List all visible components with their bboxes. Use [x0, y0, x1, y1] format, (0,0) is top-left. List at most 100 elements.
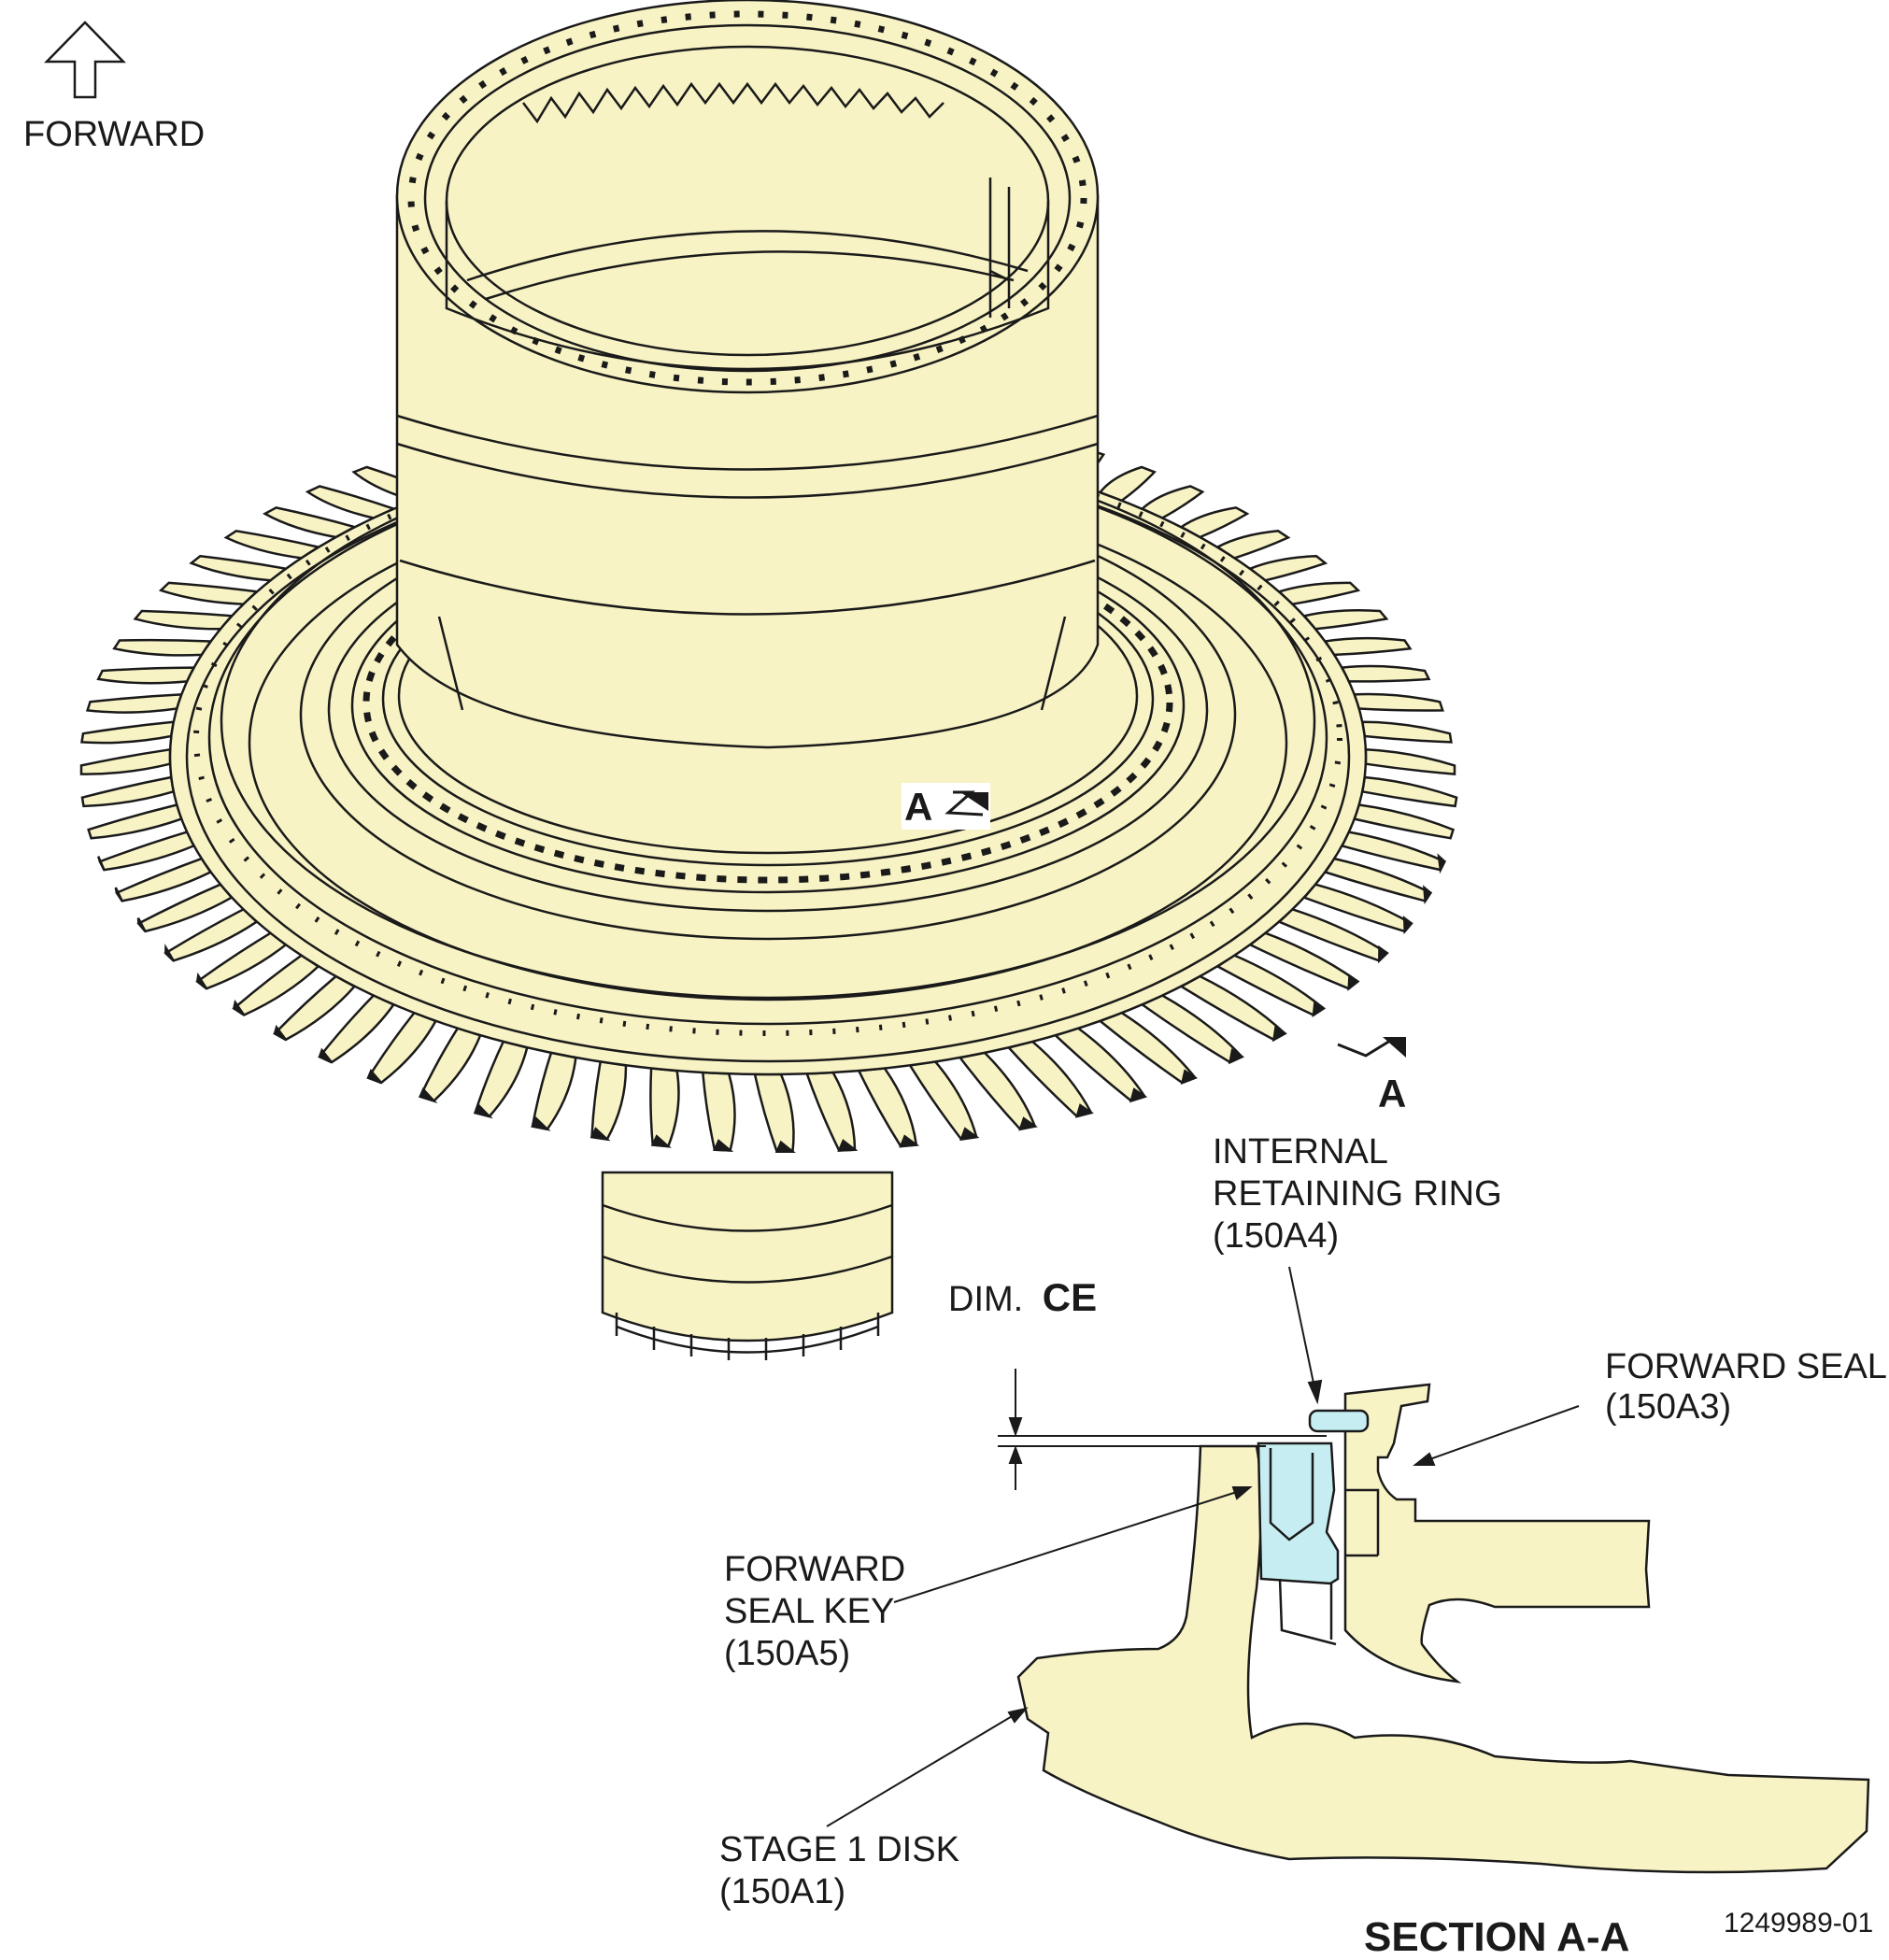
- blade-tip-shadow: [1312, 1000, 1327, 1017]
- blade-tip-shadow: [899, 1134, 920, 1148]
- blade-tip-shadow: [232, 999, 246, 1016]
- turbine-blade: [1247, 554, 1328, 582]
- turbine-blade: [79, 747, 172, 775]
- forward-arrow-icon: [44, 21, 126, 99]
- leader-lines: [826, 1266, 1580, 1827]
- turbine-blade: [1323, 636, 1413, 657]
- internal-retaining-ring-shape: [1308, 1409, 1370, 1433]
- turbine-blade: [87, 803, 183, 840]
- turbine-blade: [1364, 747, 1456, 775]
- figure-number: 1249989-01: [1724, 1908, 1873, 1939]
- section-cut-upper: A: [902, 783, 990, 830]
- turbine-blade: [85, 693, 183, 714]
- callout-text: STAGE 1 DISK: [719, 1830, 959, 1869]
- turbine-blade: [1098, 465, 1157, 503]
- blade-tip-shadow: [1180, 1069, 1198, 1086]
- callout-ref: (150A3): [1605, 1387, 1731, 1427]
- callout-forward-seal-key: FORWARD SEAL KEY (150A5): [724, 1550, 905, 1673]
- callout-ref: (150A5): [724, 1634, 850, 1673]
- callout-text: INTERNAL: [1213, 1132, 1388, 1172]
- turbine-blade: [133, 609, 234, 631]
- turbine-blade: [419, 1027, 482, 1102]
- rotor-assembly: [79, 0, 1458, 1360]
- blade-tip-shadow: [531, 1116, 551, 1131]
- callout-text: RETAINING RING: [1213, 1174, 1502, 1214]
- dimension-code: CE: [1043, 1275, 1097, 1319]
- dimension-ce: [998, 1369, 1327, 1490]
- blade-tip-shadow: [1347, 973, 1360, 991]
- section-marker-upper: A: [904, 785, 932, 829]
- blade-tip-shadow: [712, 1139, 734, 1152]
- section-a-a-detail: [1016, 1383, 1870, 1874]
- blade-tip-shadow: [1402, 916, 1413, 935]
- blade-tip-shadow: [1228, 1048, 1244, 1065]
- turbine-blade: [1360, 775, 1458, 808]
- turbine-blade: [531, 1051, 577, 1131]
- forward-label: FORWARD: [23, 115, 205, 154]
- turbine-blade: [1340, 664, 1431, 683]
- callout-internal-retaining-ring: INTERNAL RETAINING RING (150A4): [1213, 1132, 1502, 1256]
- blade-tip-shadow: [1437, 853, 1446, 874]
- turbine-blade: [189, 554, 289, 582]
- turbine-blade: [649, 1067, 680, 1148]
- turbine-blade: [80, 775, 176, 808]
- dimension-prefix: DIM.: [948, 1280, 1023, 1319]
- callout-forward-seal: FORWARD SEAL (150A3): [1605, 1347, 1887, 1427]
- turbine-blade: [1214, 530, 1291, 560]
- callout-stage1-disk: STAGE 1 DISK (150A1): [719, 1830, 959, 1911]
- blade-tip-shadow: [273, 1024, 287, 1041]
- turbine-blade: [112, 638, 213, 657]
- turbine-blade: [1353, 803, 1456, 840]
- callout-text: FORWARD: [724, 1550, 905, 1589]
- blade-tip-shadow: [97, 856, 106, 871]
- blade-tip-shadow: [473, 1102, 493, 1119]
- forward-seal-shape: [1343, 1383, 1651, 1683]
- section-cut-lower: A: [1337, 1037, 1406, 1115]
- turbine-blade: [1179, 506, 1250, 539]
- turbine-blade: [263, 506, 358, 539]
- blade-tip-shadow: [1378, 944, 1389, 964]
- turbine-blade: [80, 720, 176, 745]
- blade-tip-shadow: [1074, 1103, 1094, 1118]
- turbine-blade: [701, 1071, 736, 1152]
- rear-hub: [601, 1171, 894, 1360]
- turbine-blade: [98, 831, 196, 872]
- turbine-blade: [1301, 609, 1389, 631]
- turbine-blade: [753, 1072, 795, 1154]
- turbine-blade: [908, 1060, 978, 1141]
- blade-tip-shadow: [589, 1127, 611, 1142]
- blade-tip-shadow: [114, 887, 123, 902]
- turbine-blade: [1353, 692, 1444, 712]
- blade-tip-shadow: [650, 1134, 672, 1148]
- blade-tip-shadow: [774, 1140, 796, 1154]
- section-marker-lower: A: [1378, 1072, 1406, 1115]
- turbine-blade: [1276, 581, 1361, 606]
- blade-tip-shadow: [1018, 1116, 1038, 1131]
- blade-tip-shadow: [837, 1139, 859, 1152]
- stage1-disk-shape: [1016, 1444, 1870, 1874]
- blade-tip-shadow: [1423, 885, 1432, 905]
- callout-text: FORWARD SEAL: [1605, 1347, 1887, 1386]
- blade-tip-shadow: [164, 943, 175, 962]
- blade-tip-shadow: [195, 972, 208, 990]
- turbine-blade: [223, 529, 321, 560]
- forward-seal-cylinder: [395, 0, 1100, 749]
- turbine-blade: [590, 1059, 628, 1141]
- blade-tip-shadow: [419, 1087, 438, 1103]
- turbine-blade: [305, 485, 397, 519]
- blade-tip-shadow: [318, 1047, 333, 1064]
- callout-ref: (150A1): [719, 1872, 845, 1911]
- turbine-blade: [96, 666, 196, 685]
- blade-tip-shadow: [1271, 1025, 1287, 1043]
- turbine-blade: [1360, 720, 1453, 744]
- svg-text:DIM. CE: DIM. CE: [948, 1275, 1097, 1319]
- section-title: SECTION A-A: [1364, 1914, 1629, 1960]
- turbine-blade: [805, 1071, 857, 1152]
- turbine-blade: [1140, 485, 1205, 519]
- turbine-blade: [158, 581, 260, 605]
- forward-seal-key-shape: [1257, 1442, 1340, 1585]
- turbine-blade: [473, 1040, 529, 1118]
- callout-text: SEAL KEY: [724, 1592, 894, 1631]
- callout-ref: (150A4): [1213, 1216, 1339, 1256]
